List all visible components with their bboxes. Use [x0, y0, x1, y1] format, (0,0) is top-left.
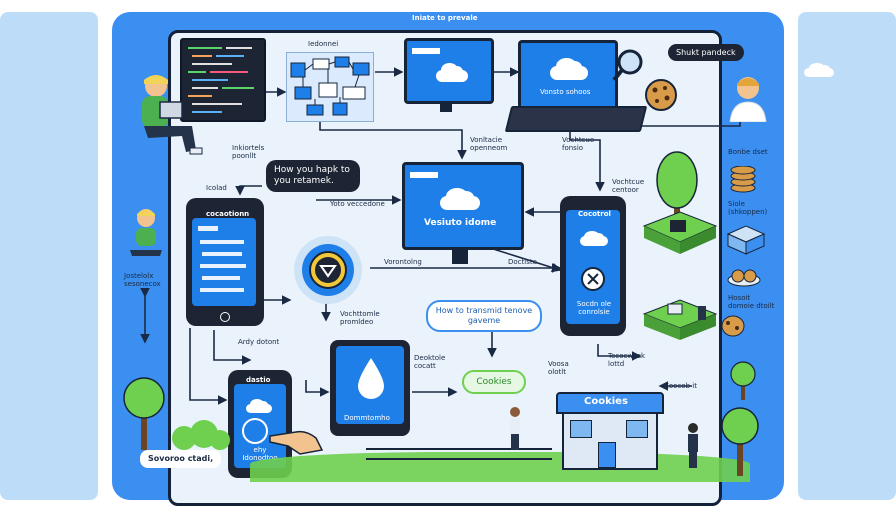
cloud-icon [436, 63, 468, 82]
cookie-plate-icon [727, 269, 761, 287]
tap-circle [242, 418, 268, 444]
gear-badge-icon [294, 236, 362, 304]
x-icon [581, 267, 605, 291]
bottom-left-label: Sovoroo ctadi, [140, 450, 222, 468]
left-phone2-caption: ehy Idonodtoo [242, 446, 278, 462]
fence [366, 448, 552, 460]
right-col-label-1: Bonbe dset [728, 148, 768, 156]
cookie-stack-icon [730, 166, 756, 193]
storage-box-icon [726, 225, 766, 255]
right-phone-title: Cocotrol [578, 210, 611, 218]
arrow-label-tablet-right: Deoktole cocatt [414, 354, 446, 370]
monitor-top-caption: Vonsto sohoos [540, 88, 591, 96]
left-phone-list [198, 226, 246, 292]
right-col-label-3: Hosoit domoie dtoilt [728, 294, 775, 310]
tree-left [123, 377, 165, 450]
arrow-label-right-top: Vochtcue fonsio [562, 136, 595, 152]
tablet-caption: Dommtomho [344, 414, 390, 422]
person-right-house [688, 423, 698, 468]
center-monitor-caption: Vesiuto idome [424, 218, 497, 228]
monitor-status-bar [412, 48, 440, 54]
arrow-label-mid-top: Vonltacie openneom [470, 136, 508, 152]
phone-home-button [220, 312, 230, 322]
left-person-label: Inkiortels poonllt [232, 144, 265, 160]
bushes-left [172, 420, 230, 450]
right-col-label-2: Siole (shkoppen) [728, 200, 768, 216]
diagram-title: Iniate to prevale [412, 14, 478, 22]
code-lines [188, 47, 254, 113]
code-monitor [180, 38, 266, 122]
person-near-house [510, 407, 520, 450]
sitting-person [130, 209, 162, 256]
laptop-keyboard [504, 106, 648, 132]
house-door [598, 442, 616, 468]
flowchart-boxes [290, 56, 370, 116]
left-arrow-label: Icolad [206, 184, 227, 192]
bottom-arrow-label: Coocob it [664, 382, 697, 390]
pointing-hand [269, 430, 324, 455]
ground [250, 452, 750, 482]
center-badge-below: Vochttomle promldeo [340, 310, 380, 326]
right-phone-caption: Socdn ole conrolsie [576, 300, 612, 316]
arrow-label-to-monitor: Yoto veccedone [330, 200, 385, 208]
monitor-stand [452, 250, 468, 264]
arrow-label-right-low: Voosa olotlt [548, 360, 569, 376]
center-badge-label-right: Doctlste [508, 258, 537, 266]
left-side-panel [0, 12, 98, 500]
cloud-icon [550, 58, 588, 80]
cloud-icon [440, 188, 480, 210]
arrow-label-right-mid: Tecocwask lottd [608, 352, 646, 368]
person-with-laptop [142, 75, 203, 155]
tree-right-small [730, 361, 756, 400]
monitor-status-bar [410, 172, 438, 178]
drop-icon [358, 358, 384, 399]
top-dev-label: Iedonnei [308, 40, 339, 48]
monitor-stand [440, 104, 452, 112]
house-sign: Cookies [584, 396, 628, 407]
magnifier-icon [612, 49, 643, 82]
speech-bubble: How you hapk to you retamek. [266, 160, 360, 192]
cloud-icon [246, 399, 272, 413]
tree-right [721, 407, 759, 476]
cloud-icon [804, 63, 834, 77]
house-window [626, 420, 648, 438]
cookie-jar-icon [721, 315, 745, 337]
left-phone2-title: dastio [246, 376, 271, 384]
cloud-icon [580, 230, 608, 246]
transmit-pill: How to transmid tenove gaveme [426, 300, 542, 332]
left-phone-title: cocaotionn [206, 210, 250, 218]
cookie-icon [645, 79, 677, 111]
arrow-label-left-mid: Ardy dotont [238, 338, 280, 346]
person-right [729, 77, 767, 122]
left-person2-label: Jostelolx sesonecox [124, 272, 161, 288]
right-side-panel [798, 12, 896, 500]
center-badge-label-left: Vorontolng [384, 258, 422, 266]
tree-scene-right [642, 151, 718, 254]
house-window [570, 420, 592, 438]
callout-top-right: Shukt pandeck [668, 44, 744, 61]
desk-scene-right [642, 299, 718, 340]
cookies-pill: Cookies [462, 370, 526, 394]
flowchart-panel [286, 52, 374, 122]
arrow-label-right-2: Vochtcue centoor [612, 178, 645, 194]
